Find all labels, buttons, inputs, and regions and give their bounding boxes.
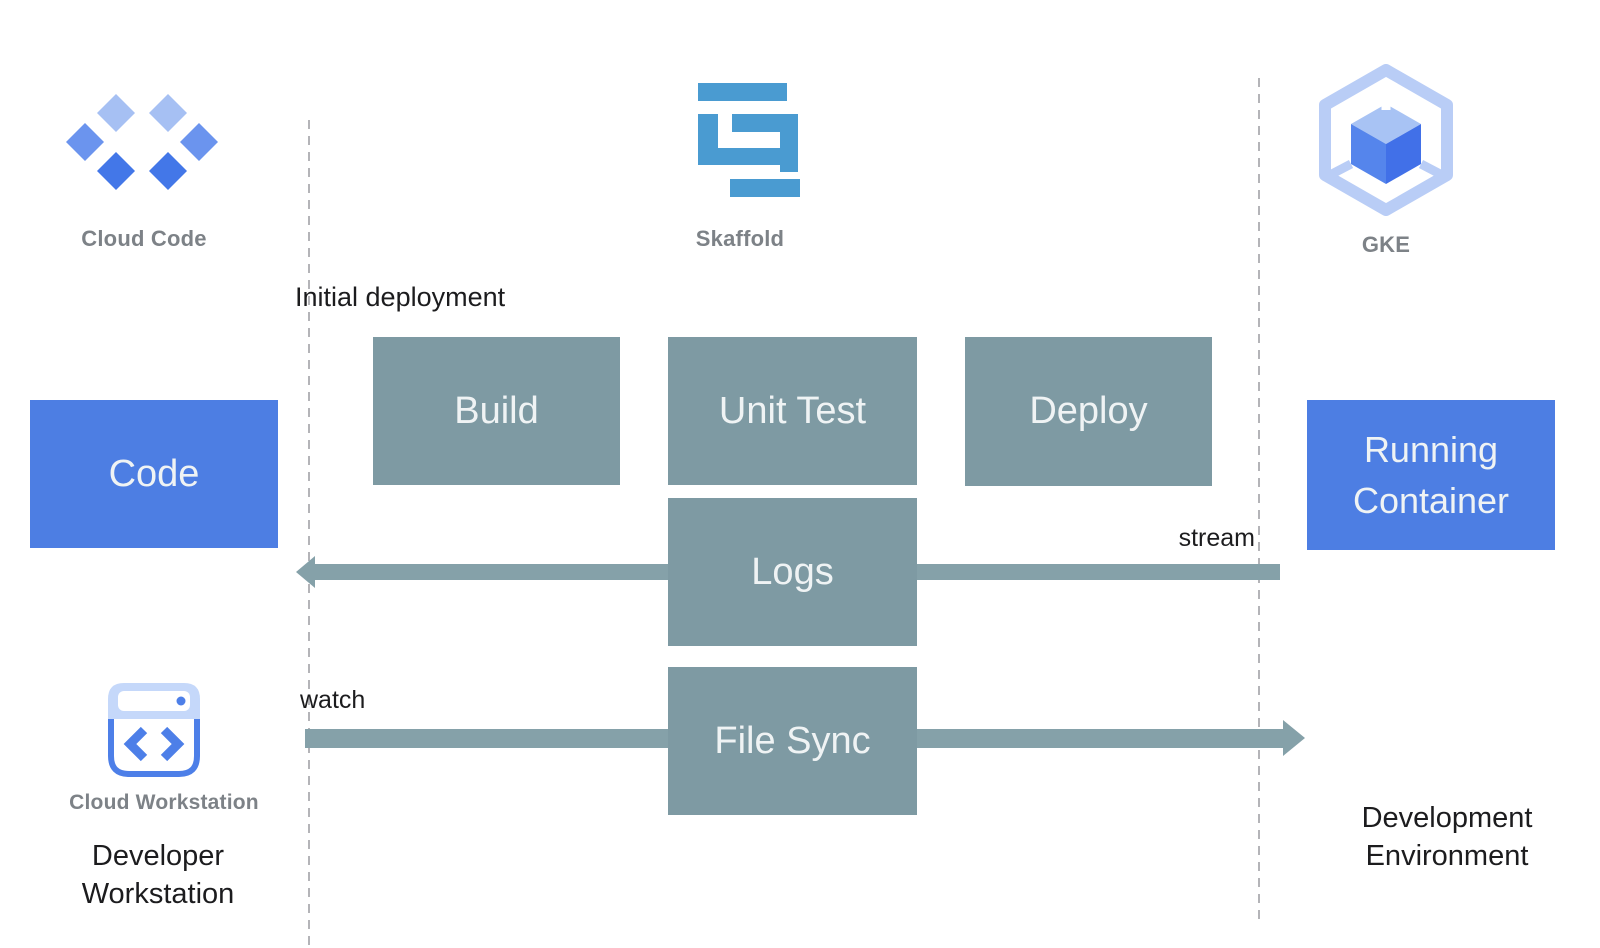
code-node-label: Code [108, 452, 200, 495]
logs-node-label: Logs [751, 550, 834, 593]
cloud-code-label: Cloud Code [81, 226, 207, 251]
file-sync-node-label: File Sync [714, 719, 871, 762]
build-node: Build [373, 337, 620, 485]
development-environment-label: Development Environment [1361, 802, 1533, 872]
unit-test-node: Unit Test [668, 337, 917, 485]
running-container-node-label: Running Container [1352, 428, 1510, 521]
gke-label: GKE [1361, 232, 1411, 257]
developer-workstation-label: Developer Workstation [81, 840, 235, 910]
logs-arrowhead [296, 556, 315, 588]
lane-divider-right [1258, 78, 1260, 920]
unit-test-node-label: Unit Test [718, 389, 867, 432]
gke-icon [1319, 64, 1453, 216]
watch-label: watch [300, 686, 366, 714]
initial-deployment-label: Initial deployment [295, 282, 506, 312]
code-node: Code [30, 400, 278, 548]
lane-divider-left [308, 120, 310, 946]
cloud-workstation-label: Cloud Workstation [69, 791, 259, 814]
file-sync-node: File Sync [668, 667, 917, 815]
deploy-node: Deploy [965, 337, 1212, 486]
file-sync-arrowhead [1283, 720, 1305, 756]
cloud-workstation-icon [108, 683, 200, 777]
running-container-node: Running Container [1307, 400, 1555, 550]
stream-label: stream [1178, 524, 1255, 552]
logs-node: Logs [668, 498, 917, 646]
skaffold-label: Skaffold [695, 226, 785, 251]
deploy-node-label: Deploy [1029, 390, 1148, 432]
build-node-label: Build [454, 389, 539, 432]
skaffold-icon [698, 83, 800, 197]
cloud-code-icon [66, 94, 218, 190]
